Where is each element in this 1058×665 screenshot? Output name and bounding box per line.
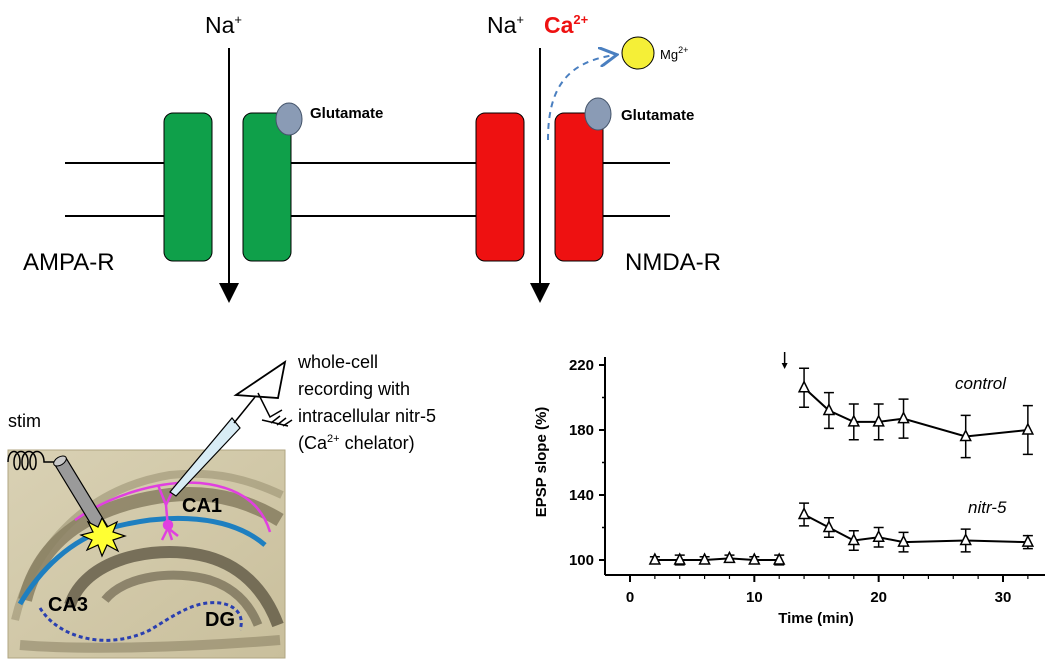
data-point-nitr-5 <box>872 529 885 542</box>
recording-caption-line2: recording with <box>298 379 410 399</box>
glutamate-icon <box>275 102 303 136</box>
nmda-label: NMDA-R <box>625 249 721 276</box>
ampa-ion-label: Na+ <box>205 12 242 38</box>
data-point-control <box>797 380 811 393</box>
amplifier-icon <box>233 360 287 399</box>
data-point-baseline <box>772 552 786 565</box>
data-point-control <box>872 414 885 427</box>
data-point-nitr-5 <box>797 506 811 520</box>
stim-label: stim <box>8 411 41 431</box>
data-point-nitr-5 <box>1021 534 1035 547</box>
series-line-baseline <box>654 557 780 561</box>
nmda-glutamate-label: Glutamate <box>621 107 694 124</box>
dg-label: DG <box>205 609 235 631</box>
ca1-dendrite-path <box>74 481 272 533</box>
stim-electrode-icon <box>7 450 127 558</box>
data-point-nitr-5 <box>897 534 910 547</box>
stim-wire-coil <box>7 450 60 471</box>
recording-electrode-icon <box>169 360 293 497</box>
data-point-baseline <box>648 552 662 565</box>
nmda-calcium-label: Ca2+ <box>544 12 589 38</box>
ca1-label: CA1 <box>182 495 222 517</box>
data-point-control <box>959 428 972 442</box>
ampa-subunit-right <box>242 112 292 262</box>
x-tick-label: 10 <box>746 589 763 606</box>
data-point-control <box>1021 422 1035 435</box>
membrane <box>65 162 670 217</box>
magnesium-unblock-arrow <box>547 55 615 141</box>
data-point-control <box>822 402 836 416</box>
nmda-receptor: Glutamate Na+ Ca2+ Mg2+ NMDA-R <box>475 12 721 303</box>
data-point-control <box>897 410 910 424</box>
ca3-label: CA3 <box>48 594 88 616</box>
data-point-nitr-5 <box>822 519 836 533</box>
recording-caption-line1: whole-cell <box>297 352 378 372</box>
series-line-nitr-5 <box>803 513 1028 544</box>
data-point-baseline <box>723 550 736 564</box>
chart-y-axis-label: EPSP slope (%) <box>533 407 550 518</box>
dg-granule-layer <box>64 546 284 628</box>
nmda-ion-label: Na+ <box>487 12 524 38</box>
recording-caption-line3: intracellular nitr-5 <box>298 406 436 426</box>
magnesium-ion-icon <box>621 36 655 70</box>
glutamate-icon <box>584 97 612 131</box>
series-line-control <box>803 387 1028 438</box>
data-point-nitr-5 <box>847 532 861 546</box>
series-label-nitr-5: nitr-5 <box>968 498 1007 517</box>
data-point-control <box>847 414 861 427</box>
ampa-label: AMPA-R <box>23 249 115 276</box>
ampa-glutamate-label: Glutamate <box>310 105 383 122</box>
nmda-subunit-right <box>554 112 604 262</box>
y-tick-label: 180 <box>569 422 594 439</box>
recording-caption: whole-cell recording with intracellular … <box>297 352 436 453</box>
y-tick-label: 220 <box>569 357 594 374</box>
induction-arrow-head <box>781 363 788 369</box>
y-tick-label: 140 <box>569 487 594 504</box>
recording-caption-line4: (Ca2+ chelator) <box>298 433 415 453</box>
data-point-baseline <box>673 552 686 565</box>
data-point-baseline <box>748 552 761 565</box>
ca-cell-layer <box>18 487 284 602</box>
x-tick-label: 30 <box>995 589 1012 606</box>
nmda-subunit-left <box>475 112 525 262</box>
ca-cell-layer-outer <box>11 469 284 621</box>
data-point-baseline <box>698 552 711 565</box>
series-label-control: control <box>955 374 1007 393</box>
chart-x-axis-label: Time (min) <box>778 610 854 627</box>
magnesium-label: Mg2+ <box>660 45 688 62</box>
y-tick-label: 100 <box>569 552 594 569</box>
stim-spark-icon <box>79 516 127 558</box>
ampa-subunit-left <box>163 112 213 262</box>
slice-lower-band <box>19 635 281 653</box>
hippocampal-slice: CA1 CA3 DG <box>7 360 293 659</box>
dg-granule-layer-inner <box>101 570 263 627</box>
ampa-receptor: Glutamate Na+ AMPA-R <box>23 12 383 303</box>
x-tick-label: 20 <box>870 589 887 606</box>
x-tick-label: 0 <box>626 589 634 606</box>
epsp-chart: EPSP slope (%) Time (min) control nitr-5… <box>533 352 1045 627</box>
data-point-nitr-5 <box>959 532 972 546</box>
